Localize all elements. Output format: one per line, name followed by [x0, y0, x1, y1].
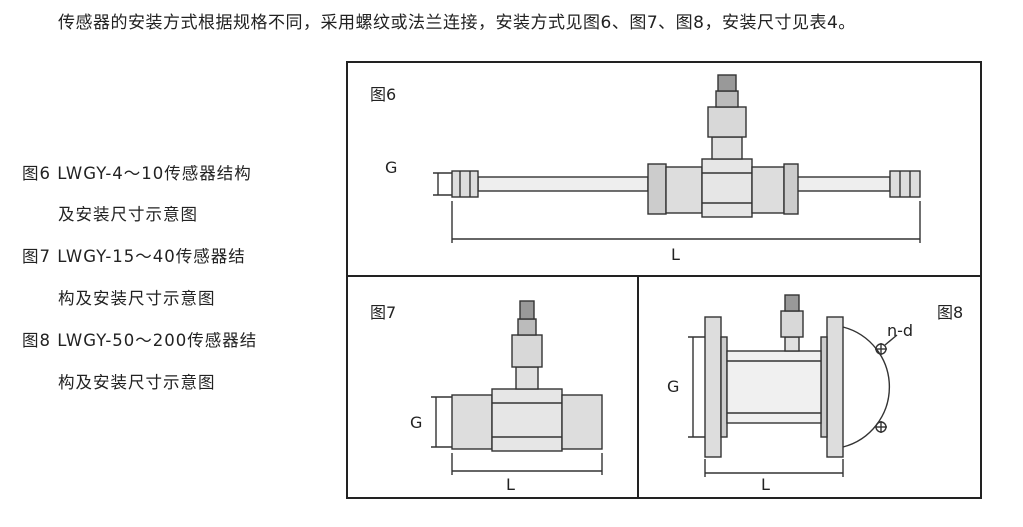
fig6-sensor-drawing [433, 74, 921, 243]
fig7-dimension-l: L [506, 475, 515, 494]
figure-7-panel: 图7 G L [346, 275, 639, 499]
fig6-dimension-l: L [671, 245, 680, 264]
caption-fig6-line1: 图6 LWGY-4～10传感器结构 [22, 164, 252, 183]
figure-7-label: 图7 [370, 303, 397, 322]
caption-fig7-line2: 构及安装尺寸示意图 [58, 289, 216, 308]
fig8-dimension-nd: n-d [887, 321, 914, 340]
fig8-dimension-l: L [761, 475, 770, 494]
figure-6-panel: 图6 G L [346, 61, 982, 277]
fig7-sensor-drawing [431, 300, 603, 475]
figure-6-label: 图6 [370, 85, 397, 104]
fig8-sensor-drawing [688, 294, 898, 477]
caption-fig8-line1: 图8 LWGY-50～200传感器结 [22, 331, 258, 350]
fig8-dimension-g: G [667, 377, 680, 396]
figure-8-panel: 图8 G L n-d [637, 275, 982, 499]
caption-fig6-line2: 及安装尺寸示意图 [58, 205, 198, 224]
intro-paragraph: 传感器的安装方式根据规格不同，采用螺纹或法兰连接，安装方式见图6、图7、图8，安… [58, 13, 856, 33]
figure-8-label: 图8 [937, 303, 964, 322]
fig6-dimension-g: G [385, 158, 398, 177]
caption-fig7-line1: 图7 LWGY-15～40传感器结 [22, 247, 246, 266]
fig7-dimension-g: G [410, 413, 423, 432]
caption-fig8-line2: 构及安装尺寸示意图 [58, 373, 216, 392]
